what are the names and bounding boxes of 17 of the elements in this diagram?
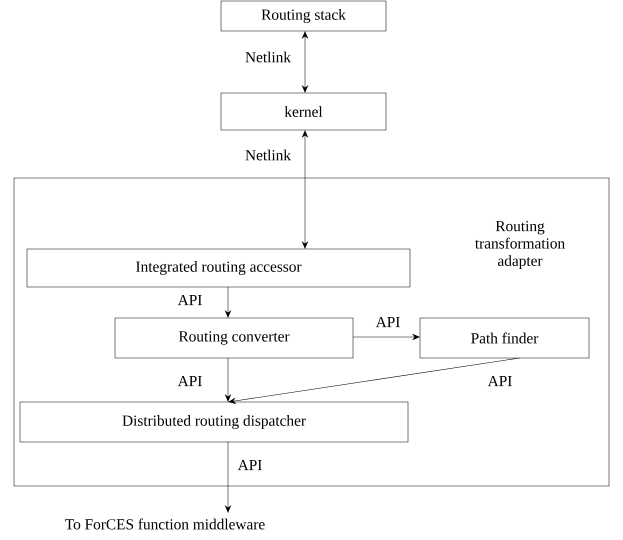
edge-label: API — [238, 460, 262, 470]
edge-label: Netlink — [245, 150, 292, 160]
arrow — [228, 358, 520, 404]
process-box: Distributed routing dispatcher — [20, 402, 408, 442]
edge-label: API — [488, 376, 512, 386]
process-box: Routing stack — [220, 0, 386, 32]
process-box: Path finder — [420, 318, 590, 358]
process-box: Routing converter — [114, 318, 354, 358]
arrow — [302, 130, 308, 249]
edge-label: Netlink — [245, 52, 292, 62]
destination-text: To ForCES function middleware — [65, 518, 265, 530]
process-box: kernel — [220, 92, 386, 130]
edge-label: API — [376, 316, 400, 328]
edge-label: API — [178, 294, 202, 306]
arrow — [302, 31, 308, 93]
process-box: Integrated routing accessor — [26, 248, 410, 288]
edge-label: API — [178, 376, 202, 386]
